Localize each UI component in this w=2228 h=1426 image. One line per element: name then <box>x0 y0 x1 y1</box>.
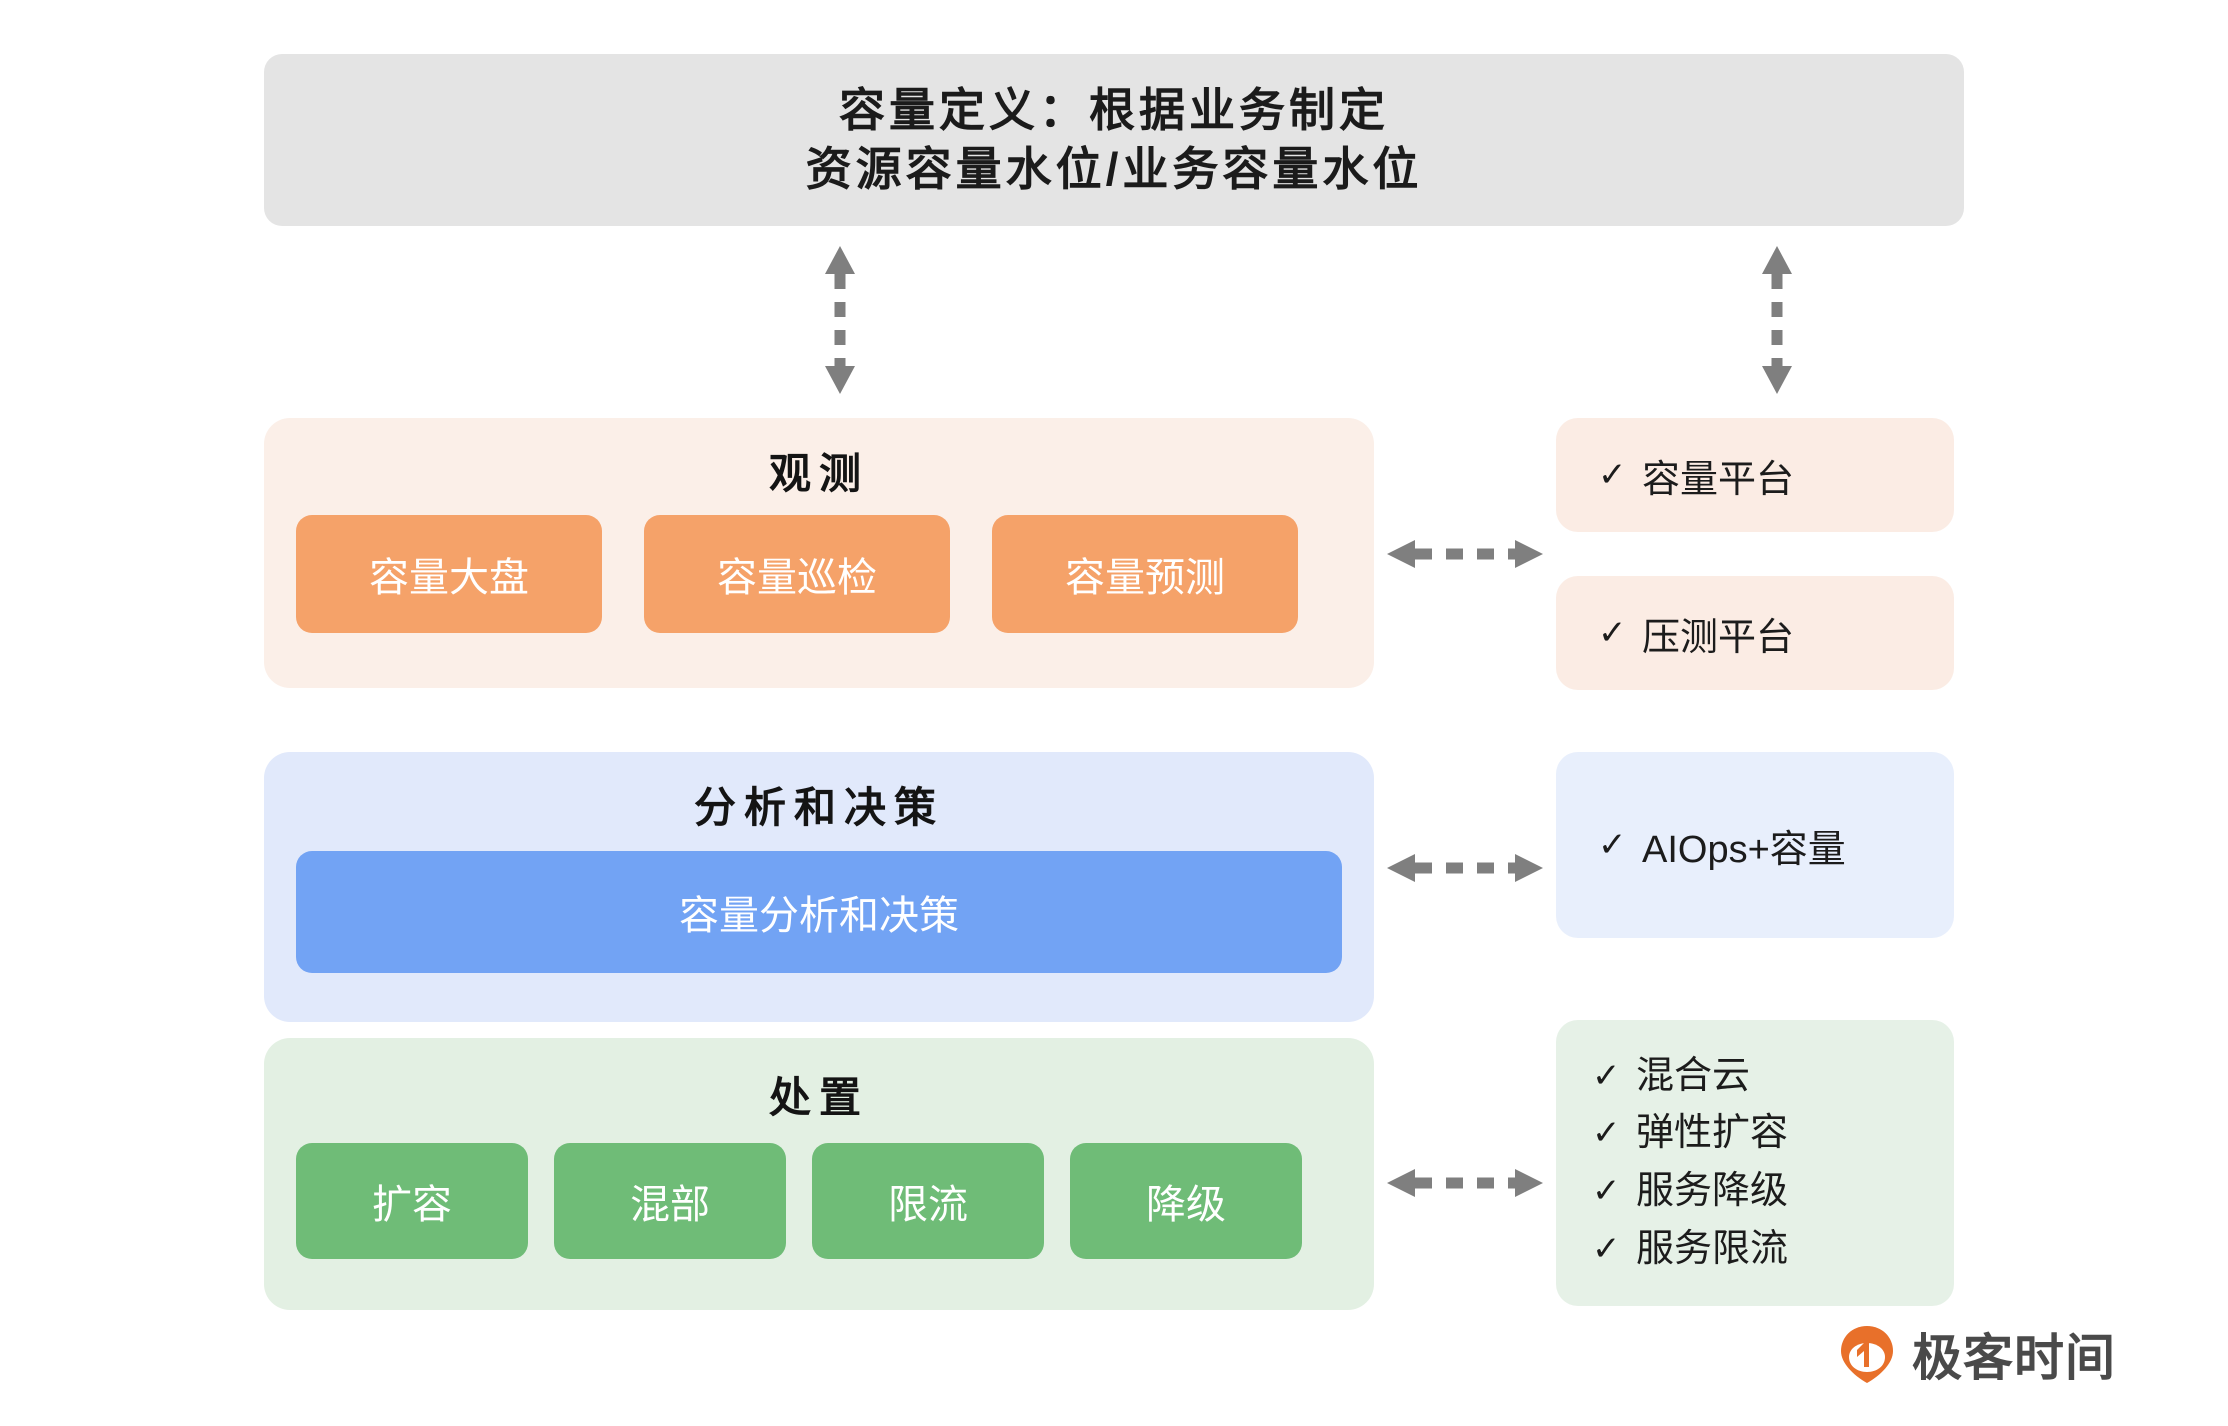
side-item-aiops-capacity: ✓ AIOps+容量 <box>1598 818 1954 873</box>
side-item-label: 压测平台 <box>1642 616 1795 659</box>
chip-capacity-dashboard[interactable]: 容量大盘 <box>296 515 602 633</box>
check-icon: ✓ <box>1592 1056 1621 1095</box>
side-item-service-rate-limit: ✓ 服务限流 <box>1592 1221 1954 1279</box>
vertical-arrow-banner-to-observe <box>819 240 861 400</box>
capacity-definition-banner: 容量定义：根据业务制定 资源容量水位/业务容量水位 <box>264 54 1964 226</box>
check-icon: ✓ <box>1592 1172 1621 1211</box>
stage-observe-title: 观测 <box>768 450 869 497</box>
side-panel-stress-platform: ✓ 压测平台 <box>1556 576 1954 690</box>
banner-line-2: 资源容量水位/业务容量水位 <box>805 143 1423 195</box>
side-panel-dispose-capabilities: ✓ 混合云 ✓ 弹性扩容 ✓ 服务降级 ✓ 服务限流 <box>1556 1020 1954 1306</box>
horizontal-arrow-observe <box>1382 531 1548 577</box>
check-icon: ✓ <box>1592 1229 1621 1268</box>
side-item-label: 弹性扩容 <box>1636 1112 1789 1155</box>
side-item-label: 混合云 <box>1636 1054 1751 1097</box>
stage-observe: 观测 容量大盘 容量巡检 容量预测 <box>264 418 1374 688</box>
stage-analyse-chip-row: 容量分析和决策 <box>264 851 1374 973</box>
side-item-label: 服务限流 <box>1636 1227 1789 1270</box>
check-icon: ✓ <box>1598 826 1627 864</box>
check-icon: ✓ <box>1592 1114 1621 1153</box>
stage-dispose: 处置 扩容 混部 限流 降级 <box>264 1038 1374 1310</box>
brand-logo: 极客时间 <box>1836 1318 2116 1390</box>
side-item-stress-platform: ✓ 压测平台 <box>1598 606 1954 661</box>
brand-name: 极客时间 <box>1912 1330 2116 1386</box>
check-icon: ✓ <box>1598 614 1627 652</box>
check-icon: ✓ <box>1598 456 1627 494</box>
stage-dispose-chip-row: 扩容 混部 限流 降级 <box>264 1143 1374 1259</box>
side-item-elastic-scaling: ✓ 弹性扩容 <box>1592 1105 1954 1163</box>
chip-scale-out[interactable]: 扩容 <box>296 1143 528 1259</box>
side-item-label: 容量平台 <box>1642 458 1795 501</box>
banner-line-1: 容量定义：根据业务制定 <box>839 84 1389 137</box>
stage-analyse-title: 分析和决策 <box>693 784 944 831</box>
side-item-hybrid-cloud: ✓ 混合云 <box>1592 1048 1954 1106</box>
horizontal-arrow-analyse <box>1382 845 1548 891</box>
chip-colocation[interactable]: 混部 <box>554 1143 786 1259</box>
chip-degrade[interactable]: 降级 <box>1070 1143 1302 1259</box>
chip-capacity-analysis-decision[interactable]: 容量分析和决策 <box>296 851 1342 973</box>
vertical-arrow-banner-to-capacity-platform <box>1756 240 1798 400</box>
horizontal-arrow-dispose <box>1382 1160 1548 1206</box>
chip-capacity-inspection[interactable]: 容量巡检 <box>644 515 950 633</box>
stage-dispose-title: 处置 <box>768 1074 869 1121</box>
chip-capacity-forecast[interactable]: 容量预测 <box>992 515 1298 633</box>
chip-rate-limit[interactable]: 限流 <box>812 1143 1044 1259</box>
stage-analyse: 分析和决策 容量分析和决策 <box>264 752 1374 1022</box>
side-item-capacity-platform: ✓ 容量平台 <box>1598 448 1954 503</box>
side-item-label: AIOps+容量 <box>1642 828 1846 871</box>
side-item-service-degradation: ✓ 服务降级 <box>1592 1163 1954 1221</box>
stage-observe-chip-row: 容量大盘 容量巡检 容量预测 <box>264 515 1374 633</box>
side-panel-aiops: ✓ AIOps+容量 <box>1556 752 1954 938</box>
side-item-label: 服务降级 <box>1636 1170 1789 1212</box>
geektime-logo-icon <box>1836 1323 1898 1385</box>
side-panel-capacity-platform: ✓ 容量平台 <box>1556 418 1954 532</box>
